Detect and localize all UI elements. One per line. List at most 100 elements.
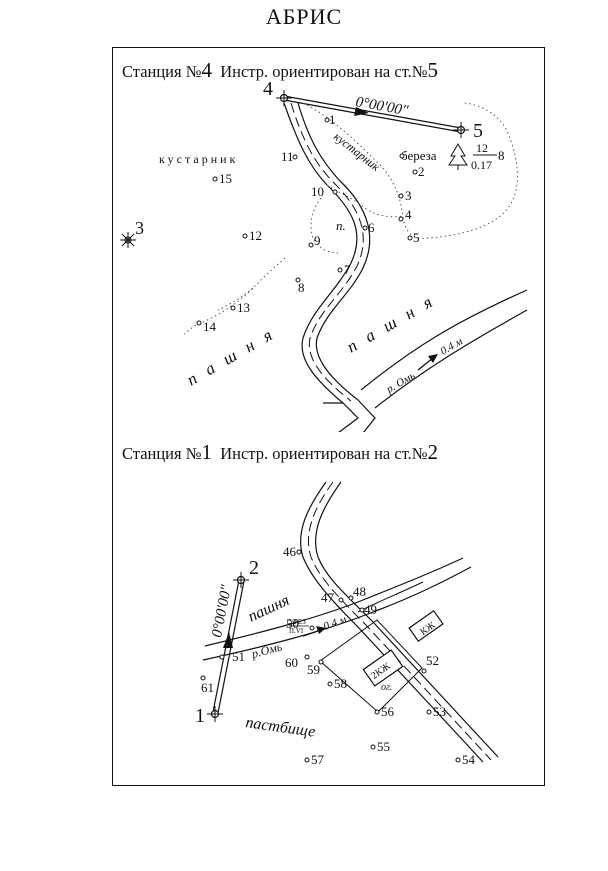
station-1-sketch: р.Омь 0.4 м УРЕЗ П.VI 0°00′00″ 1 2 КЖ 2К…	[195, 481, 499, 767]
survey-point-marker	[362, 225, 368, 231]
station-2-label: 2	[249, 557, 259, 579]
survey-point-marker	[426, 709, 432, 715]
survey-point-label: 8	[298, 280, 305, 295]
survey-point-marker	[324, 117, 330, 123]
survey-point-marker	[200, 675, 206, 681]
station-1-panel: Станция №1 Инстр. ориентирован на ст.№2 …	[112, 432, 545, 786]
survey-point-label: 48	[353, 584, 366, 599]
orientation-line	[283, 95, 462, 129]
bush-contour	[182, 102, 518, 336]
survey-point-marker	[304, 654, 310, 660]
station-number: 4	[201, 58, 212, 82]
survey-point-label: 1	[329, 112, 336, 127]
survey-point-label: 49	[364, 602, 377, 617]
survey-point-label: 54	[462, 752, 476, 767]
survey-point-marker	[242, 233, 248, 239]
survey-point-marker	[348, 595, 354, 601]
survey-point-marker	[318, 659, 324, 665]
station-5-label: 5	[473, 120, 483, 142]
oriented-station-number: 2	[427, 440, 439, 464]
bush-label-diagonal: кустарник	[331, 129, 383, 174]
survey-point-label: 8	[498, 148, 505, 163]
survey-point-marker	[292, 154, 298, 160]
building-kzh	[408, 610, 444, 642]
survey-point-label: 14	[203, 319, 217, 334]
survey-point-marker	[338, 597, 344, 603]
birch-height: 12	[476, 141, 488, 155]
river	[360, 289, 528, 409]
urez-number: П.VI	[289, 627, 304, 635]
station-4-header: Станция №4 Инстр. ориентирован на ст.№5	[122, 58, 439, 82]
survey-point-label: 56	[381, 704, 395, 719]
survey-point-label: 6	[368, 220, 375, 235]
survey-point-label: 51	[232, 649, 245, 664]
station-3-marker	[120, 232, 136, 248]
survey-point-label: 11	[281, 149, 294, 164]
river-label: р.Омь	[249, 639, 284, 661]
birch-diameter: 0.17	[471, 158, 492, 172]
survey-point-label: 5	[413, 230, 420, 245]
field-label-left: п а ш н я	[184, 323, 279, 389]
bush-label-left: кустарник	[159, 152, 238, 166]
survey-point-marker	[308, 242, 314, 248]
survey-point-marker	[327, 681, 333, 687]
survey-point-marker	[309, 625, 315, 631]
urez-label: УРЕЗ	[289, 618, 306, 626]
survey-point-marker	[370, 744, 376, 750]
survey-point-marker	[304, 757, 310, 763]
survey-point-label: 12	[249, 228, 262, 243]
birch-tree-icon	[448, 143, 468, 170]
survey-point-label: 4	[405, 207, 412, 222]
survey-point-marker	[332, 189, 338, 195]
oriented-station-number: 5	[427, 58, 439, 82]
survey-point-label: 55	[377, 739, 390, 754]
survey-point-marker	[399, 153, 405, 159]
survey-point-marker	[412, 169, 418, 175]
survey-point-marker	[359, 607, 365, 613]
garden-label: ог.	[381, 682, 392, 693]
survey-point-label: 60	[285, 655, 298, 670]
river-label: р. Омь	[384, 370, 418, 396]
building-2kzh	[362, 649, 404, 687]
birch-label: береза	[401, 148, 437, 163]
survey-point-marker	[398, 193, 404, 199]
survey-point-marker	[196, 320, 202, 326]
survey-point-label: 10	[311, 184, 324, 199]
road-letter: п.	[336, 218, 346, 233]
station-3-label: 3	[135, 218, 144, 238]
pasture-label: пастбище	[244, 714, 316, 741]
survey-point-marker	[421, 668, 427, 674]
survey-point-label: 46	[283, 544, 297, 559]
station-5-marker	[453, 122, 469, 138]
survey-point-marker	[407, 235, 413, 241]
survey-point-marker	[455, 757, 461, 763]
survey-point-label: 2	[418, 164, 425, 179]
station-number: 1	[201, 440, 212, 464]
survey-point-label: 50	[286, 616, 299, 631]
survey-point-label: 59	[307, 662, 320, 677]
road	[283, 102, 376, 434]
survey-point-label: 9	[314, 233, 321, 248]
survey-point-label: 58	[334, 676, 347, 691]
survey-point-marker	[295, 277, 301, 283]
survey-point-marker	[296, 549, 302, 555]
survey-point-marker	[337, 267, 343, 273]
station-4-label: 4	[263, 78, 273, 100]
survey-point-marker	[374, 709, 380, 715]
survey-point-label: 15	[219, 171, 232, 186]
page-title: АБРИС	[265, 4, 343, 29]
survey-point-label: 47	[321, 590, 335, 605]
station-4-panel: Станция №4 Инстр. ориентирован на ст.№5 …	[112, 47, 545, 434]
survey-point-label: 13	[237, 300, 250, 315]
station-2-marker	[233, 572, 249, 588]
field-label-right: п а ш н я	[344, 290, 439, 356]
survey-point-label: 3	[405, 188, 412, 203]
survey-point-marker	[219, 654, 225, 660]
direction-arrow	[223, 632, 233, 648]
river	[202, 557, 472, 661]
river-depth: 0.4 м	[322, 613, 348, 632]
station-1-marker	[207, 706, 223, 722]
river-flow-arrow	[417, 357, 434, 371]
